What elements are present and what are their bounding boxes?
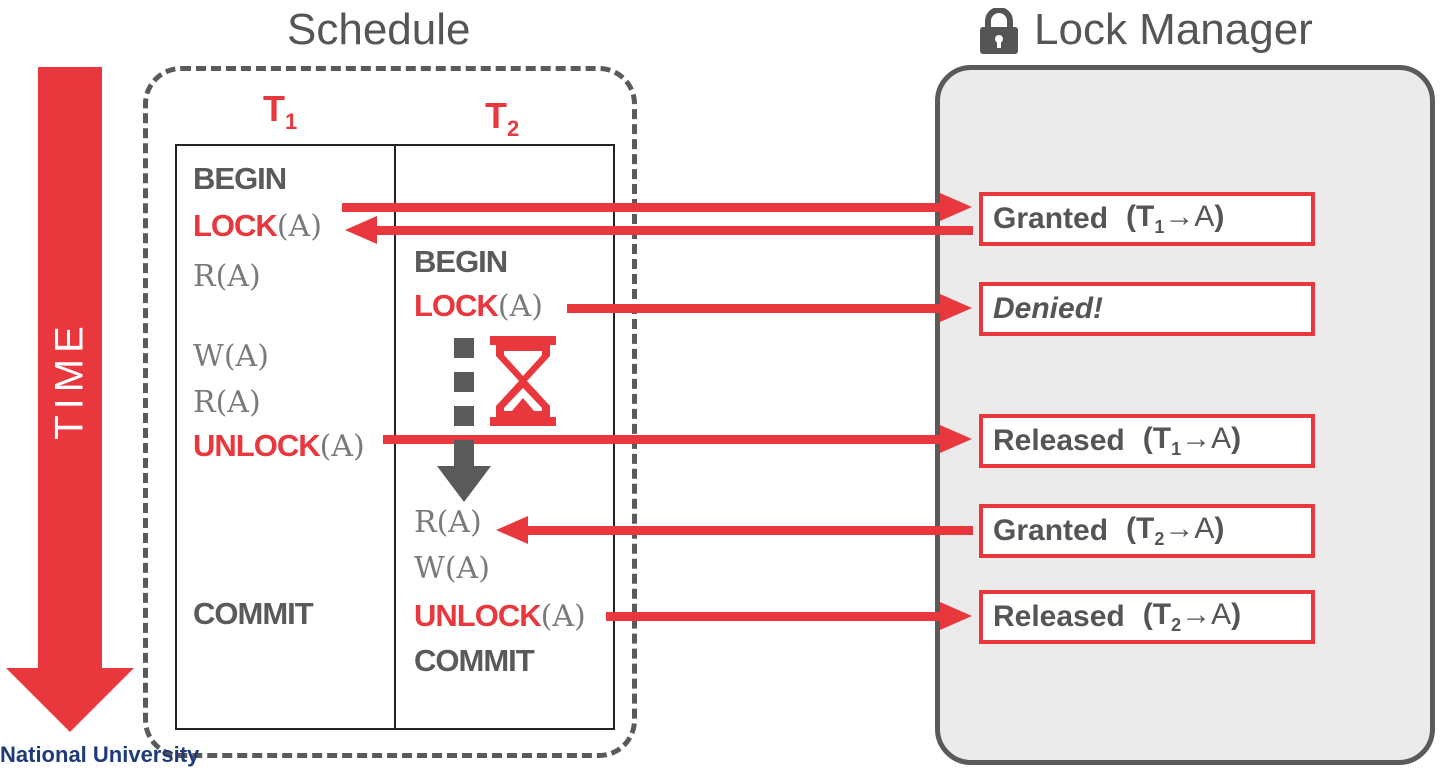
t1-unlock: UNLOCK(A) [193,428,365,464]
t1-write: W(A) [193,339,269,374]
t2-begin: BEGIN [414,244,508,279]
schedule-title: Schedule [287,5,471,54]
t2-commit: COMMIT [414,643,535,678]
university-logo-text: National University [0,742,200,767]
response-granted-t2: Granted (T2→A) [979,504,1315,558]
t1-begin: BEGIN [193,161,287,196]
t1-lock: LOCK(A) [193,208,322,244]
time-arrow-head [6,668,134,732]
request-arrow-t1-unlock [383,425,972,453]
t1-read: R(A) [193,259,261,294]
response-arrow-granted-t2 [496,516,973,544]
t2-unlock: UNLOCK(A) [414,598,586,634]
wait-indicator [437,338,491,502]
response-denied: Denied! [979,282,1315,336]
t2-write: W(A) [414,551,490,586]
t2-read: R(A) [414,505,482,540]
column-header-t1: T1 [263,88,298,135]
lock-manager-title: Lock Manager [1034,5,1313,54]
response-arrow-granted-t1 [345,216,973,244]
request-arrow-t2-lock [567,294,972,322]
response-released-t2: Released (T2→A) [979,590,1315,644]
column-header-t2: T2 [485,95,520,142]
t1-read-2: R(A) [193,385,261,420]
hourglass-icon [490,336,556,426]
t1-commit: COMMIT [193,596,314,631]
request-arrow-t2-unlock [606,602,972,630]
response-granted-t1: Granted (T1→A) [979,192,1315,246]
t2-lock: LOCK(A) [414,288,543,324]
lock-icon [978,7,1020,54]
response-released-t1: Released (T1→A) [979,414,1315,468]
request-arrow-t1-lock [342,193,972,221]
time-arrow-shaft [38,67,102,672]
